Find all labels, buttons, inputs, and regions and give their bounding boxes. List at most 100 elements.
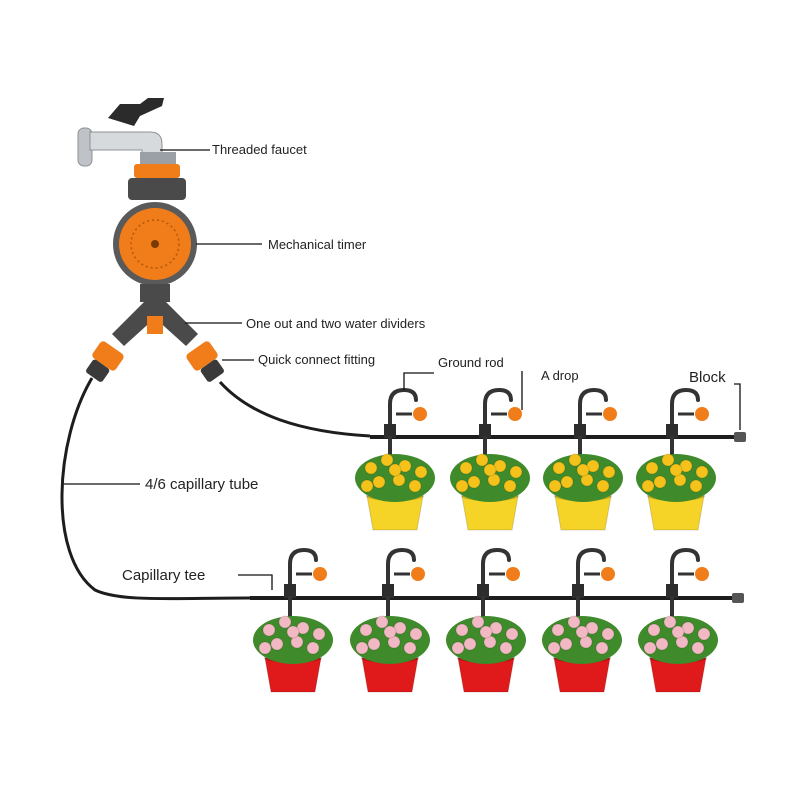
plant-lower-5 xyxy=(638,615,718,693)
label-water-divider: One out and two water dividers xyxy=(246,316,426,331)
faucet-thread xyxy=(140,152,176,164)
leader-lines xyxy=(64,149,741,590)
plant-upper-3-flower-9 xyxy=(576,463,590,477)
capillary-tube-left xyxy=(60,377,251,601)
leader-block xyxy=(734,383,741,430)
plant-lower-2-flower-5 xyxy=(367,637,381,651)
drip-stake-upper-3-dripper xyxy=(603,407,617,421)
timer-dial-ticks xyxy=(130,219,180,269)
divider-valve xyxy=(147,316,163,334)
plant-upper-3-flower-4 xyxy=(602,465,616,479)
quick-connect-right xyxy=(186,341,224,382)
drip-stake-upper-2-hook xyxy=(483,387,513,432)
plant-lower-3-flower-1 xyxy=(455,623,469,637)
timer-outlet xyxy=(140,284,170,302)
plant-lower-4-flower-7 xyxy=(595,641,609,655)
plant-upper-4-flower-5 xyxy=(653,475,667,489)
plant-lower-3-flower-5 xyxy=(463,637,477,651)
label-a-drop: A drop xyxy=(541,368,579,383)
plant-lower-5-flower-5 xyxy=(655,637,669,651)
plant-lower-1-flower-4 xyxy=(312,627,326,641)
drip-stake-upper-1-dripper xyxy=(413,407,427,421)
drip-stake-lower-2-hook xyxy=(386,547,416,592)
drip-stake-lower-3-tee xyxy=(477,584,489,598)
plant-lower-3-flower-8 xyxy=(451,641,465,655)
drip-stake-upper-3 xyxy=(574,387,617,470)
drip-stake-lower-1 xyxy=(284,547,327,630)
plant-upper-4-flower-4 xyxy=(695,465,709,479)
plant-upper-3-flower-1 xyxy=(552,461,566,475)
plant-lower-2-flower-7 xyxy=(403,641,417,655)
plant-upper-4-flower-8 xyxy=(641,479,655,493)
label-block: Block xyxy=(689,369,726,386)
plant-upper-2-flower-5 xyxy=(467,475,481,489)
plant-upper-4-flower-7 xyxy=(689,479,703,493)
plant-lower-4 xyxy=(542,615,622,693)
plant-lower-3-flower-9 xyxy=(479,625,493,639)
drip-stake-upper-3-tee xyxy=(574,424,586,438)
plant-upper-4-flower-1 xyxy=(645,461,659,475)
plant-upper-3-flower-7 xyxy=(596,479,610,493)
drip-stake-lower-4-dripper xyxy=(601,567,615,581)
plant-lower-3-flower-7 xyxy=(499,641,513,655)
drip-stake-lower-5 xyxy=(666,547,709,630)
plant-lower-1-flower-5 xyxy=(270,637,284,651)
plant-lower-5-flower-1 xyxy=(647,623,661,637)
end-block-lower xyxy=(732,593,744,603)
plant-upper-1-flower-5 xyxy=(372,475,386,489)
plants-layer xyxy=(253,453,718,693)
label-ground-rod: Ground rod xyxy=(438,355,504,370)
plant-upper-2-flower-4 xyxy=(509,465,523,479)
plant-upper-3-flower-8 xyxy=(548,479,562,493)
plant-upper-3-flower-5 xyxy=(560,475,574,489)
plant-lower-1-flower-7 xyxy=(306,641,320,655)
plant-lower-5-flower-8 xyxy=(643,641,657,655)
plant-upper-4 xyxy=(636,453,716,531)
plant-upper-1-flower-8 xyxy=(360,479,374,493)
drip-stake-lower-3-hook xyxy=(481,547,511,592)
plant-lower-3-flower-2 xyxy=(471,615,485,629)
drip-stake-upper-4-dripper xyxy=(695,407,709,421)
plant-lower-4-flower-1 xyxy=(551,623,565,637)
plant-upper-3 xyxy=(543,453,623,531)
end-block-upper xyxy=(734,432,746,442)
plant-lower-3 xyxy=(446,615,526,693)
drip-stake-upper-2-dripper xyxy=(508,407,522,421)
tubes-layer xyxy=(60,377,746,603)
plant-lower-2-flower-1 xyxy=(359,623,373,637)
plant-lower-1 xyxy=(253,615,333,693)
label-capillary-tee: Capillary tee xyxy=(122,567,206,584)
drip-stake-lower-5-hook xyxy=(670,547,700,592)
plant-lower-2-flower-4 xyxy=(409,627,423,641)
drip-stake-lower-2-dripper xyxy=(411,567,425,581)
quick-connect-left-body xyxy=(92,341,124,371)
timer-dial-center xyxy=(151,240,159,248)
drip-stake-upper-4-tee xyxy=(666,424,678,438)
plant-upper-2-flower-7 xyxy=(503,479,517,493)
plant-lower-4-flower-9 xyxy=(575,625,589,639)
label-quick-connect: Quick connect fitting xyxy=(258,352,376,367)
hardware-layer xyxy=(77,98,709,630)
plant-upper-1-flower-2 xyxy=(380,453,394,467)
plant-lower-5-flower-4 xyxy=(697,627,711,641)
drip-stake-lower-1-tee xyxy=(284,584,296,598)
plant-upper-4-flower-2 xyxy=(661,453,675,467)
plant-lower-5-flower-9 xyxy=(671,625,685,639)
quick-connect-left xyxy=(86,341,124,382)
plant-lower-5-flower-2 xyxy=(663,615,677,629)
plant-upper-3-flower-2 xyxy=(568,453,582,467)
leader-ground-rod xyxy=(403,372,434,390)
drip-stake-lower-5-dripper xyxy=(695,567,709,581)
plant-lower-3-flower-4 xyxy=(505,627,519,641)
plant-upper-2-flower-2 xyxy=(475,453,489,467)
plant-lower-4-flower-4 xyxy=(601,627,615,641)
plant-lower-4-flower-5 xyxy=(559,637,573,651)
drip-stake-lower-1-hook xyxy=(288,547,318,592)
label-mechanical-timer: Mechanical timer xyxy=(268,237,367,252)
drip-stake-upper-2-tee xyxy=(479,424,491,438)
quick-connect-right-body xyxy=(186,341,218,371)
label-capillary-tube: 4/6 capillary tube xyxy=(145,476,259,493)
capillary-tube-right xyxy=(218,380,371,438)
